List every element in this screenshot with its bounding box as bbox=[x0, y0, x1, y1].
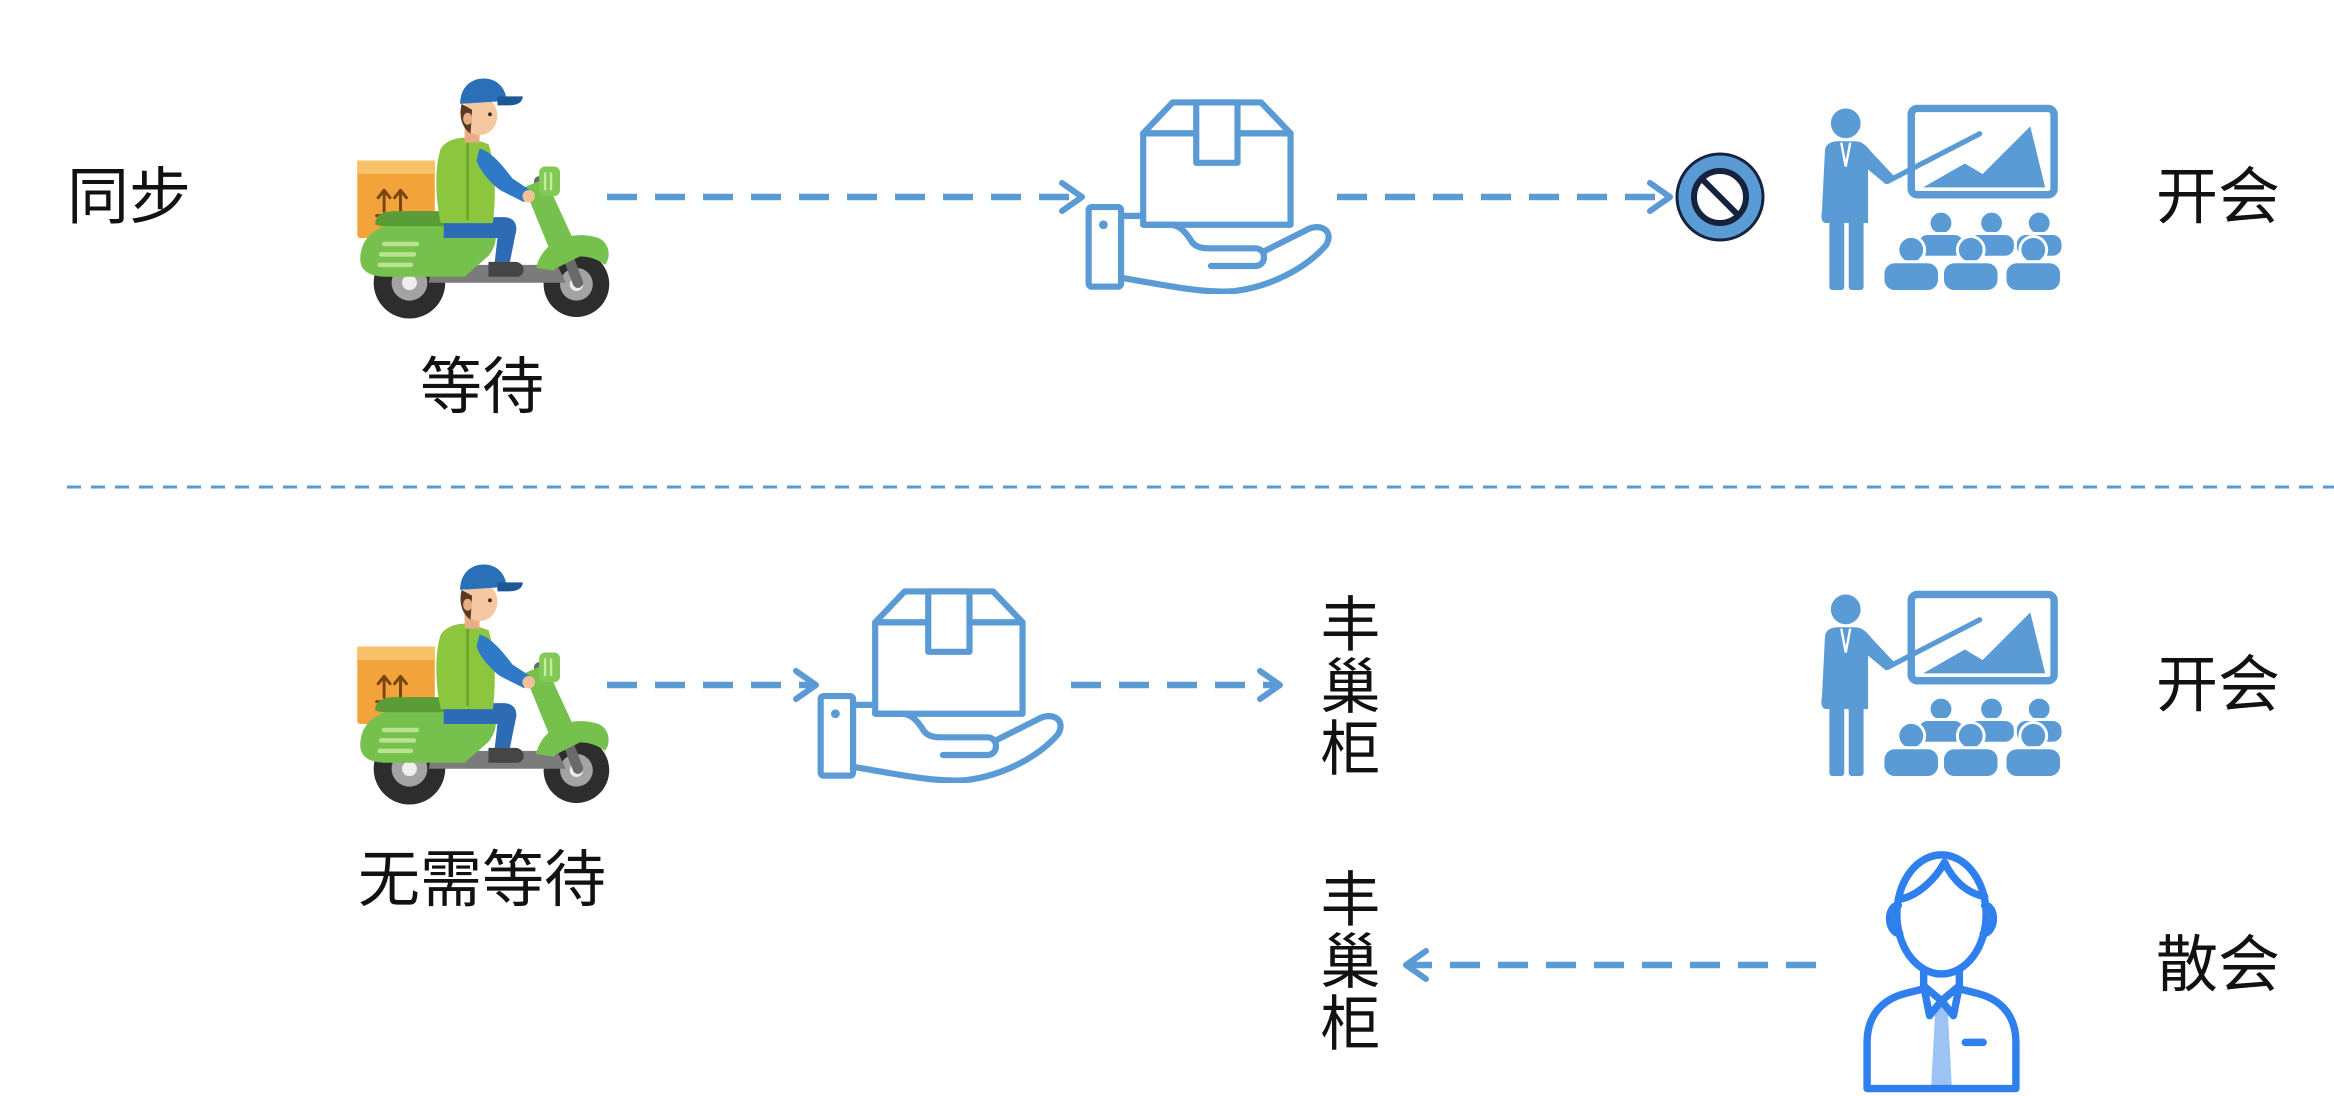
sync-meeting-label: 开会 bbox=[2156, 160, 2281, 233]
prohibited-slash bbox=[1699, 176, 1741, 218]
arrowhead-right-icon bbox=[1257, 668, 1283, 702]
locker-label-dropoff: 丰巢柜 bbox=[1310, 593, 1380, 779]
sync-title: 同步 bbox=[67, 160, 192, 233]
person-collar-right bbox=[1937, 982, 1964, 1020]
delivery-scooter-icon bbox=[354, 77, 611, 320]
prohibited-icon bbox=[1675, 152, 1765, 242]
arrowhead-right-icon bbox=[793, 668, 819, 702]
async-after-meeting-label: 散会 bbox=[2156, 928, 2281, 1001]
person-tie bbox=[1931, 1003, 1952, 1089]
package-in-hand-icon bbox=[1084, 98, 1335, 294]
sync-arrow-courier-to-package bbox=[607, 180, 1085, 214]
async-arrow-person-to-locker bbox=[1403, 948, 1816, 982]
sync-arrow-package-to-blocked bbox=[1337, 180, 1673, 214]
presenter-audience-icon bbox=[1813, 590, 2066, 779]
arrowhead-left-icon bbox=[1403, 948, 1429, 982]
arrowhead-right-icon bbox=[1647, 180, 1673, 214]
business-person-icon bbox=[1863, 851, 2020, 1093]
package-in-hand-icon bbox=[816, 587, 1067, 783]
async-arrow-courier-to-package bbox=[607, 668, 819, 702]
sync-courier-caption: 等待 bbox=[419, 350, 544, 423]
person-shoulders bbox=[1863, 985, 2020, 1093]
person-ear-right bbox=[1979, 901, 1998, 938]
arrowhead-right-icon bbox=[1059, 180, 1085, 214]
locker-label-pickup: 丰巢柜 bbox=[1310, 868, 1380, 1054]
presenter-audience-icon bbox=[1813, 104, 2066, 293]
person-ear-left bbox=[1885, 901, 1904, 938]
async-meeting-label: 开会 bbox=[2156, 648, 2281, 721]
delivery-scooter-icon bbox=[354, 563, 611, 806]
person-hairline bbox=[1894, 858, 1989, 904]
person-collar-left bbox=[1919, 982, 1946, 1020]
async-courier-caption: 无需等待 bbox=[357, 843, 606, 916]
async-arrow-package-to-locker bbox=[1071, 668, 1283, 702]
